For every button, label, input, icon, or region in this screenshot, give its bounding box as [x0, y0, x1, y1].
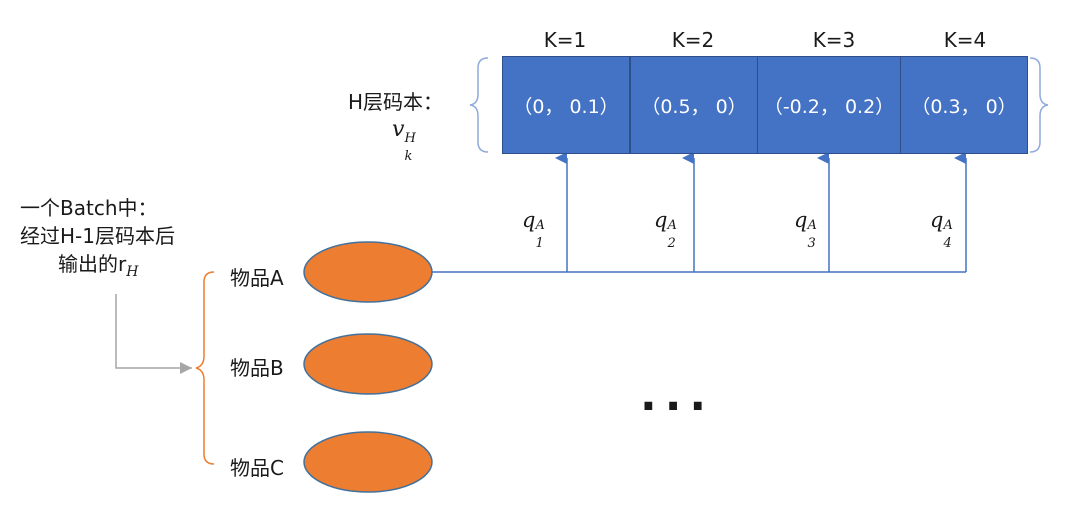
q1-base: q	[522, 208, 536, 232]
item-a-label: 物品A	[230, 266, 284, 290]
codebook-title: H层码本：	[348, 90, 444, 114]
codebook-cell-3: （-0.2， 0.2）	[757, 56, 901, 154]
batch-label-line2: 经过H-1层码本后	[20, 224, 175, 248]
batch-label-line3: 输出的rH	[58, 252, 138, 284]
item-b-ellipse	[303, 333, 433, 395]
k-label-1: K=1	[543, 28, 587, 52]
q4-base: q	[930, 208, 944, 232]
q2-base: q	[654, 208, 668, 232]
q2-sub: 2	[667, 236, 676, 251]
q4-sup: A	[943, 218, 953, 233]
q3-sub: 3	[807, 236, 816, 251]
item-a-ellipse	[303, 241, 433, 303]
q1-sup: A	[535, 218, 545, 233]
codebook-cell-1: （0， 0.1）	[502, 56, 630, 154]
codebook-symbol-sub: k	[404, 149, 413, 164]
codebook-symbol-sup: H	[404, 131, 416, 146]
item-c-label: 物品C	[230, 456, 284, 480]
items-bracket	[195, 271, 215, 465]
q2-sup: A	[667, 218, 677, 233]
k-label-4: K=4	[943, 28, 987, 52]
codebook-left-bracket	[469, 57, 489, 153]
item-c-ellipse	[303, 431, 433, 493]
batch-label-subscript: H	[126, 264, 139, 280]
q1-sub: 1	[535, 236, 544, 251]
codebook-symbol-base: v	[392, 117, 405, 142]
q3-base: q	[794, 208, 808, 232]
more-items-ellipsis: ...	[640, 370, 715, 421]
item-b-label: 物品B	[230, 356, 284, 380]
q3-sup: A	[807, 218, 817, 233]
codebook-cell-2: （0.5， 0）	[630, 56, 758, 154]
batch-to-items-arrow	[115, 294, 192, 374]
k-label-3: K=3	[812, 28, 856, 52]
q4-sub: 4	[943, 236, 952, 251]
codebook-right-bracket	[1029, 57, 1049, 153]
k-label-2: K=2	[671, 28, 715, 52]
batch-label-line3-text: 输出的r	[58, 252, 127, 276]
batch-label-line1: 一个Batch中：	[20, 196, 158, 220]
codebook-cell-4: （0.3， 0）	[900, 56, 1028, 154]
